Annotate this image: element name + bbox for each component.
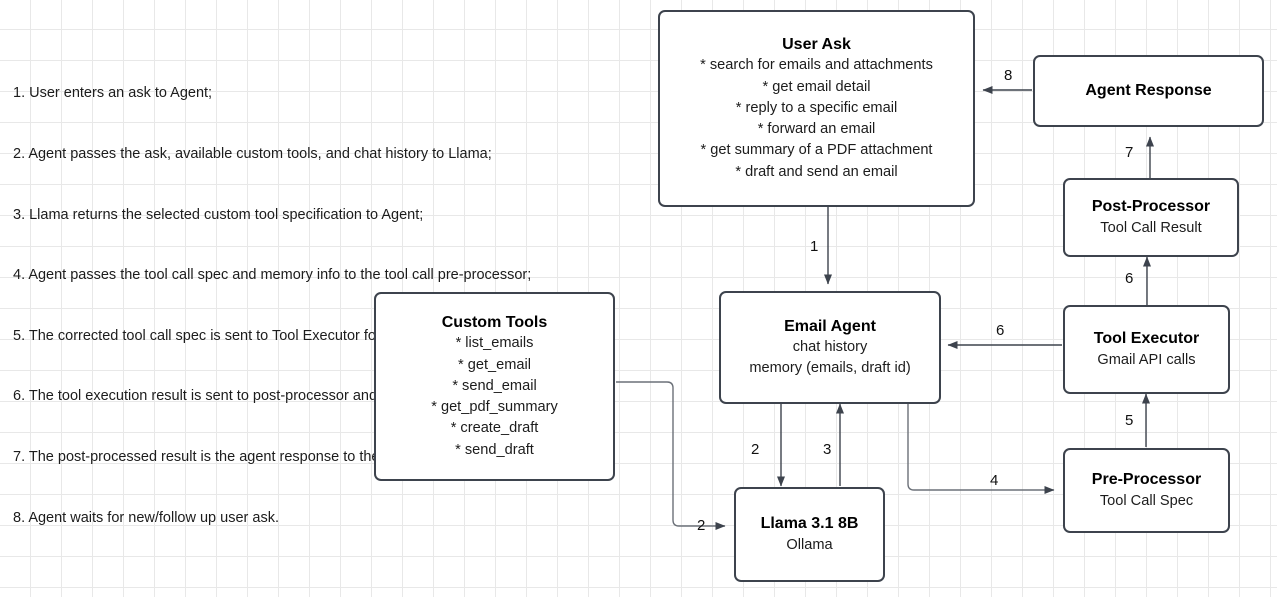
edge-label-2-tools-llama: 2 bbox=[697, 517, 706, 534]
edge-label-4: 4 bbox=[990, 472, 999, 489]
node-tool-executor-line-1: Gmail API calls bbox=[1097, 351, 1196, 368]
legend-line-2: 2. Agent passes the ask, available custo… bbox=[13, 146, 492, 163]
edge-label-6-exec-agent: 6 bbox=[996, 322, 1005, 339]
node-custom-tools-line-4: * get_pdf_summary bbox=[431, 399, 558, 416]
node-user-ask-title: User Ask bbox=[782, 35, 851, 53]
node-user-ask-line-3: * reply to a specific email bbox=[735, 99, 898, 116]
legend-line-3: 3. Llama returns the selected custom too… bbox=[13, 206, 424, 223]
edge-label-8: 8 bbox=[1004, 67, 1013, 84]
legend-line-8: 8. Agent waits for new/follow up user as… bbox=[13, 509, 279, 526]
node-pre-processor[interactable]: Pre-Processor Tool Call Spec bbox=[1063, 448, 1230, 533]
node-llama[interactable]: Llama 3.1 8B Ollama bbox=[734, 487, 885, 582]
node-custom-tools-title: Custom Tools bbox=[441, 313, 548, 331]
node-llama-line-1: Ollama bbox=[786, 536, 833, 553]
node-pre-processor-line-1: Tool Call Spec bbox=[1099, 492, 1194, 509]
node-agent-response[interactable]: Agent Response bbox=[1033, 55, 1264, 127]
node-user-ask-line-5: * get summary of a PDF attachment bbox=[700, 142, 933, 159]
node-custom-tools-line-5: * create_draft bbox=[450, 420, 539, 437]
edge-label-6-exec-post: 6 bbox=[1125, 270, 1134, 287]
node-custom-tools-line-2: * get_email bbox=[457, 356, 531, 373]
legend-line-4: 4. Agent passes the tool call spec and m… bbox=[13, 267, 532, 284]
legend-line-1: 1. User enters an ask to Agent; bbox=[13, 85, 213, 102]
edge-label-7: 7 bbox=[1125, 144, 1134, 161]
node-agent-response-title: Agent Response bbox=[1085, 82, 1212, 100]
edge-label-3: 3 bbox=[823, 441, 832, 458]
node-email-agent-title: Email Agent bbox=[784, 317, 876, 335]
node-tool-executor[interactable]: Tool Executor Gmail API calls bbox=[1063, 305, 1230, 394]
node-email-agent-line-1: chat history bbox=[792, 338, 868, 355]
node-post-processor-line-1: Tool Call Result bbox=[1100, 219, 1202, 236]
node-user-ask-line-4: * forward an email bbox=[757, 121, 876, 138]
node-custom-tools-line-6: * send_draft bbox=[455, 441, 534, 458]
node-post-processor-title: Post-Processor bbox=[1091, 198, 1211, 216]
node-post-processor[interactable]: Post-Processor Tool Call Result bbox=[1063, 178, 1239, 257]
edge-label-1: 1 bbox=[810, 238, 819, 255]
edge-4-path bbox=[907, 404, 1055, 494]
node-user-ask-line-6: * draft and send an email bbox=[735, 163, 898, 180]
node-custom-tools-line-3: * send_email bbox=[452, 377, 537, 394]
node-tool-executor-title: Tool Executor bbox=[1093, 330, 1200, 348]
node-email-agent-line-2: memory (emails, draft id) bbox=[749, 360, 911, 377]
node-custom-tools-line-1: * list_emails bbox=[455, 335, 534, 352]
node-email-agent[interactable]: Email Agent chat history memory (emails,… bbox=[719, 291, 941, 404]
node-user-ask-line-1: * search for emails and attachments bbox=[700, 57, 933, 74]
edge-label-2-agent-llama: 2 bbox=[751, 441, 760, 458]
node-pre-processor-title: Pre-Processor bbox=[1091, 471, 1202, 489]
node-user-ask-line-2: * get email detail bbox=[762, 78, 871, 95]
edge-label-5: 5 bbox=[1125, 412, 1134, 429]
node-llama-title: Llama 3.1 8B bbox=[760, 515, 859, 533]
node-user-ask[interactable]: User Ask * search for emails and attachm… bbox=[658, 10, 975, 207]
node-custom-tools[interactable]: Custom Tools * list_emails * get_email *… bbox=[374, 292, 615, 481]
edge-2-tools-llama-path bbox=[616, 381, 726, 530]
